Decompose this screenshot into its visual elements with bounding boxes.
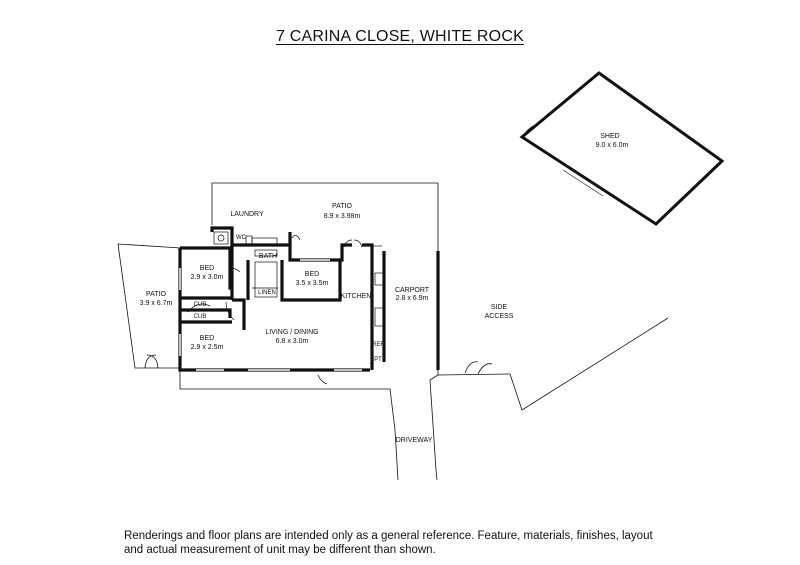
patio-top-size: 8.9 x 3.98m xyxy=(324,213,361,220)
bath-label: BATH xyxy=(259,253,277,260)
bed2-size: 3.5 x 3.5m xyxy=(296,280,329,287)
shed-size: 9.0 x 6.0m xyxy=(596,142,629,149)
laundry-label: LAUNDRY xyxy=(230,211,264,218)
house-walls xyxy=(178,226,440,372)
cub2-label: CUB xyxy=(194,314,207,320)
pt-label: PT xyxy=(374,357,382,363)
bed1-size: 2.9 x 3.0m xyxy=(191,274,224,281)
linen-label: LINEN xyxy=(258,290,276,296)
site-outline xyxy=(117,182,669,481)
side-access-label-1: SIDE xyxy=(491,304,508,311)
disclaimer: Renderings and floor plans are intended … xyxy=(124,530,653,556)
living-label: LIVING / DINING xyxy=(265,329,318,336)
carport-label: CARPORT xyxy=(395,287,430,294)
side-access-label-2: ACCESS xyxy=(485,313,514,320)
driveway-label: DRIVEWAY xyxy=(396,437,433,444)
bed2-label: BED xyxy=(305,271,319,278)
shed xyxy=(519,71,725,226)
patio-left-label: PATIO xyxy=(146,291,167,298)
window-lines xyxy=(179,259,362,371)
bed1-label: BED xyxy=(200,265,214,272)
cub1-label: CUB xyxy=(194,302,207,308)
bed3-size: 2.9 x 2.5m xyxy=(191,344,224,351)
bed3-label: BED xyxy=(200,335,214,342)
page-title: 7 CARINA CLOSE, WHITE ROCK xyxy=(0,28,800,46)
wc-label: WC xyxy=(236,235,247,241)
interior-details xyxy=(187,231,384,327)
kitchen-label: KITCHEN xyxy=(341,293,372,300)
living-size: 6.8 x 3.0m xyxy=(276,338,309,345)
shed-label: SHED xyxy=(600,133,619,140)
patio-top-label: PATIO xyxy=(332,203,353,210)
title-text: 7 CARINA CLOSE, WHITE ROCK xyxy=(276,28,524,45)
ref-label: REF xyxy=(372,342,384,348)
patio-left-size: 3.9 x 6.7m xyxy=(140,300,173,307)
carport-size: 2.8 x 6.9m xyxy=(396,295,429,302)
